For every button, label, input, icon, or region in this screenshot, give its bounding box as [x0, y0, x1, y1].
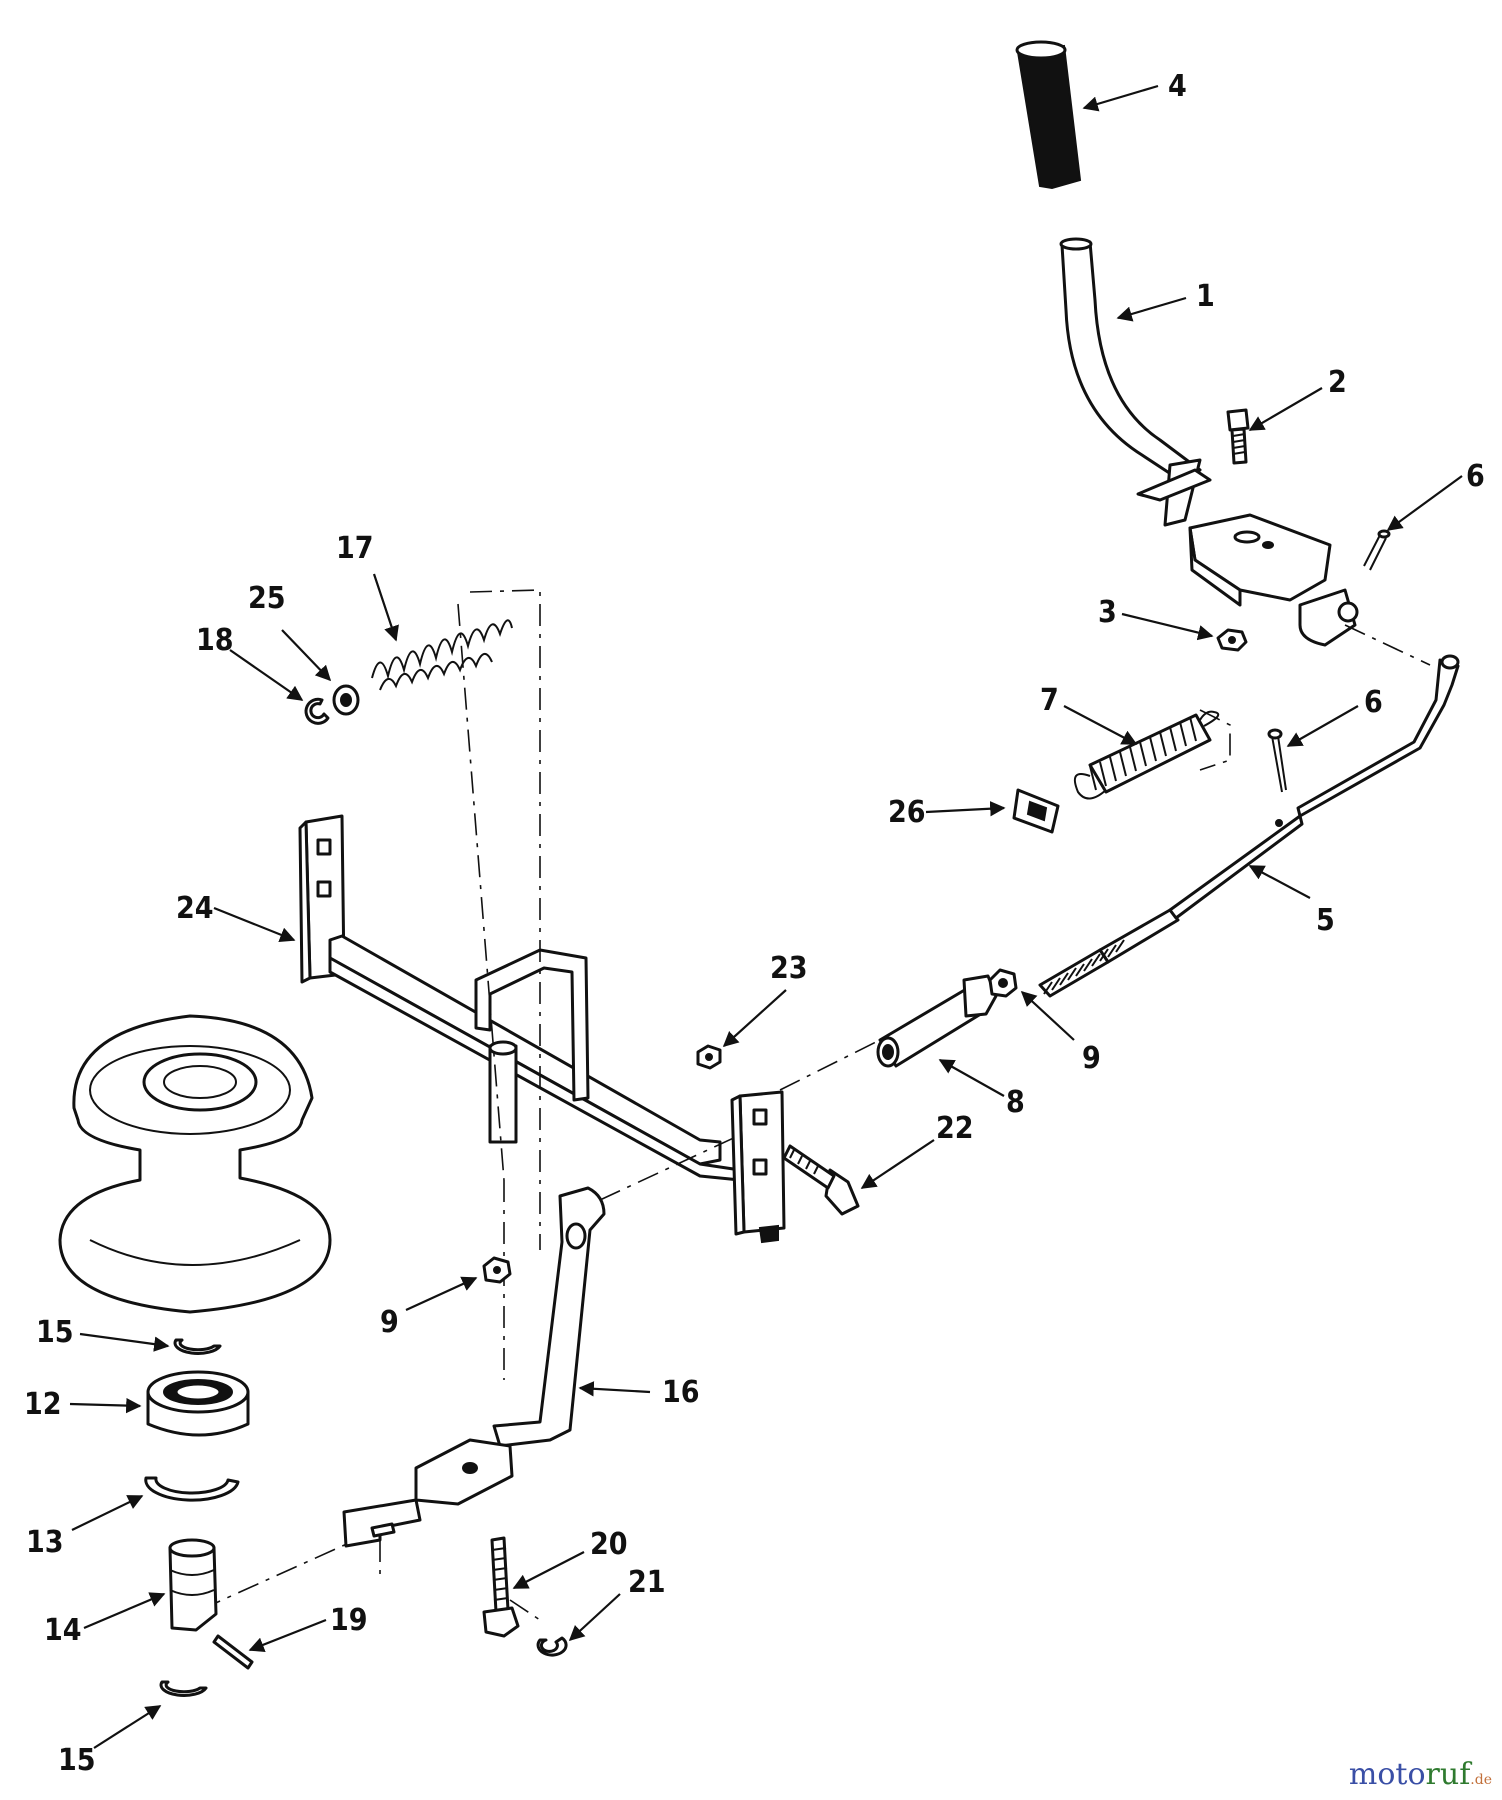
callout-22: 22	[936, 1111, 974, 1146]
part-15-snap-ring-upper	[173, 1338, 222, 1355]
part-17-spring	[371, 619, 513, 691]
center-lines	[199, 589, 1431, 1621]
callout-4: 4	[1168, 69, 1187, 104]
lever-bracket	[1136, 468, 1359, 647]
callout-9: 9	[1082, 1041, 1101, 1076]
part-25-washer	[332, 684, 360, 716]
callout-2: 2	[1328, 365, 1347, 400]
part-6-cotter-pin-lower	[1267, 728, 1287, 827]
watermark-part3: .de	[1470, 1772, 1492, 1788]
watermark-part2: ruf	[1425, 1757, 1471, 1792]
callout-15: 15	[36, 1315, 74, 1350]
callout-17: 17	[336, 531, 374, 566]
part-20-bolt	[482, 1536, 520, 1638]
callout-24: 24	[176, 891, 214, 926]
callout-13: 13	[26, 1525, 64, 1560]
part-8-adjuster	[876, 974, 998, 1068]
callout-21: 21	[628, 1565, 666, 1600]
part-26-clip	[1012, 788, 1060, 834]
part-6-cotter-pin-upper	[1363, 529, 1391, 571]
callout-labels: 4 1 2 6 3 6 7 26 5 17 25 18 24 23 9 8 22…	[24, 69, 1485, 1778]
part-12-bearing	[146, 1370, 250, 1437]
part-21-lock-washer	[536, 1636, 568, 1657]
part-4-grip	[1015, 40, 1082, 190]
callout-3: 3	[1098, 595, 1117, 630]
callout-6: 6	[1466, 459, 1485, 494]
callout-1: 1	[1196, 279, 1215, 314]
callout-7: 7	[1040, 683, 1059, 718]
part-7-spring	[1074, 710, 1220, 800]
part-13-retaining-ring	[144, 1476, 240, 1502]
callout-16: 16	[662, 1375, 700, 1410]
callout-12: 12	[24, 1387, 62, 1422]
callout-6: 6	[1364, 685, 1383, 720]
callout-26: 26	[888, 795, 926, 830]
watermark-logo: motoruf.de	[1349, 1757, 1492, 1792]
part-14-spindle	[168, 1538, 218, 1632]
part-9-nut-arm	[482, 1256, 512, 1284]
part-3-nut	[1216, 628, 1248, 652]
part-23-nut	[696, 1044, 722, 1070]
part-2-bolt	[1226, 408, 1250, 465]
watermark-part1: moto	[1348, 1757, 1426, 1792]
part-22-carriage-bolt	[782, 1144, 860, 1216]
callout-20: 20	[590, 1527, 628, 1562]
callout-9: 9	[380, 1305, 399, 1340]
part-24-frame	[298, 814, 786, 1244]
part-9-nut-rod	[988, 968, 1018, 998]
part-5-rod	[1038, 654, 1460, 998]
leader-arrows	[69, 84, 1463, 1749]
callout-25: 25	[248, 581, 286, 616]
callout-15: 15	[58, 1743, 96, 1778]
part-18-snap-ring	[304, 697, 330, 725]
part-16-idler-arm	[342, 1186, 606, 1548]
part-15-snap-ring-lower	[159, 1680, 208, 1697]
callout-14: 14	[44, 1613, 82, 1648]
callout-23: 23	[770, 951, 808, 986]
callout-8: 8	[1006, 1085, 1025, 1120]
part-19-pin	[212, 1634, 254, 1670]
idler-pulley	[58, 1014, 332, 1314]
callout-19: 19	[330, 1603, 368, 1638]
callout-18: 18	[196, 623, 234, 658]
callout-5: 5	[1316, 903, 1335, 938]
